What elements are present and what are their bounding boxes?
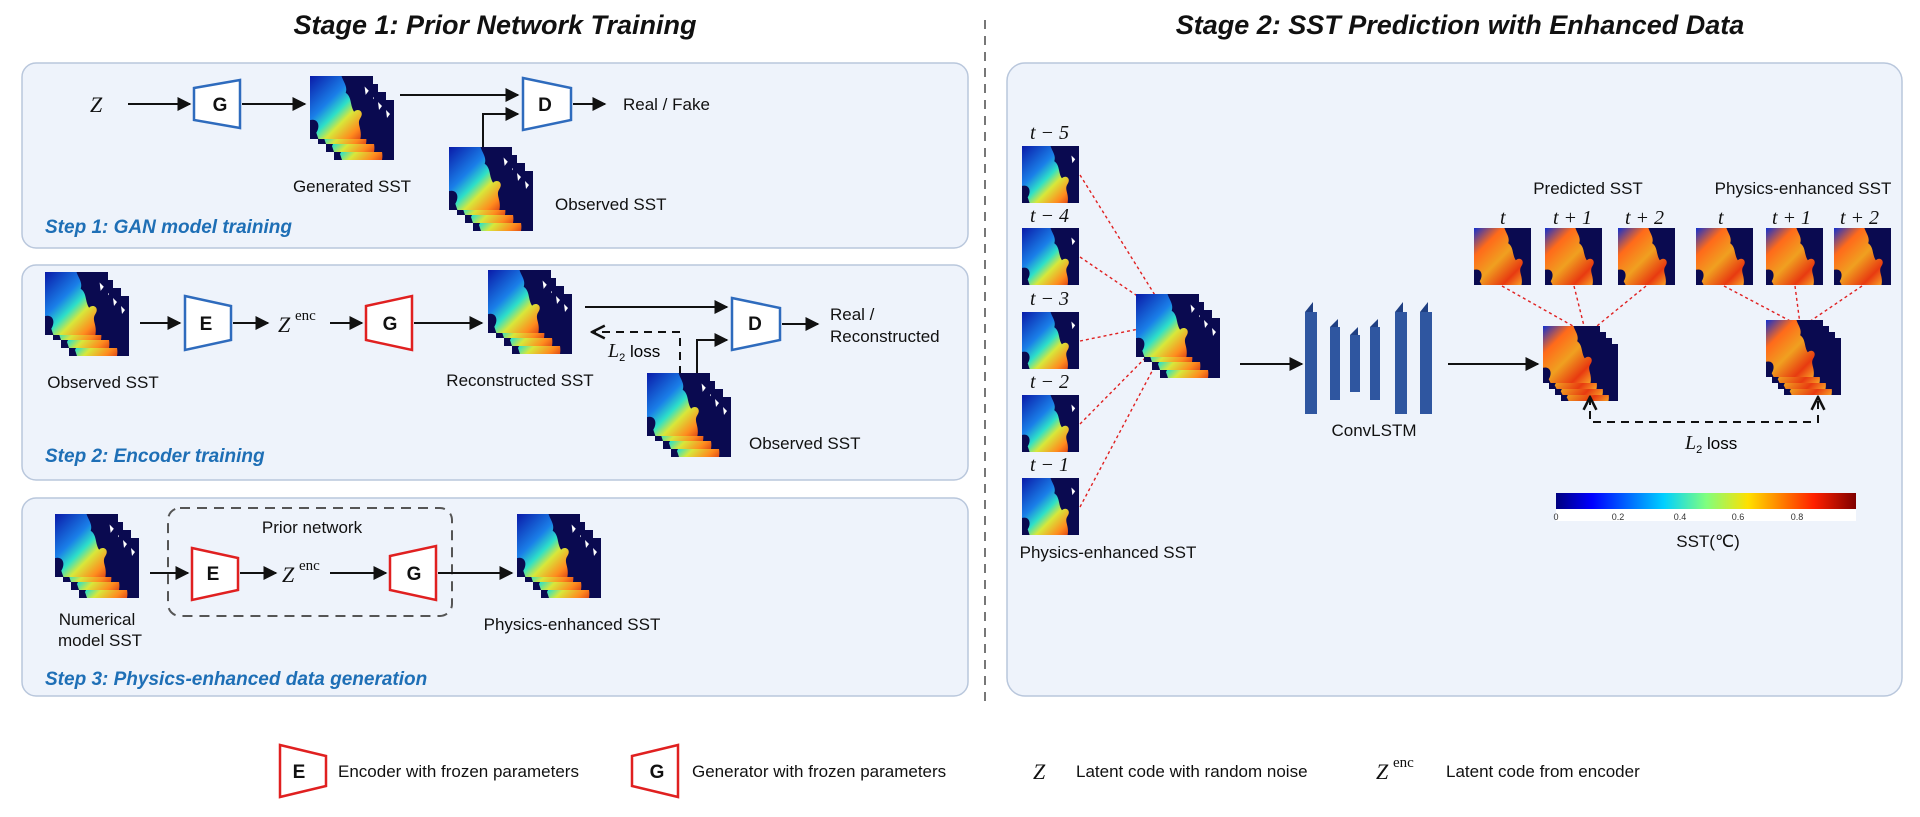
sst-colorbar: 0 0.2 0.4 0.6 0.8 SST(℃) [1553, 493, 1856, 551]
step1-label: Step 1: GAN model training [45, 217, 292, 238]
input-frame-t-4: t − 4 [1022, 205, 1079, 285]
z-noise-symbol: Z [90, 92, 103, 117]
l2-loss-label-step2: L2 loss [607, 340, 660, 364]
pred-time-t: t [1500, 207, 1506, 229]
colorbar-tick-3: 0.6 [1732, 512, 1745, 522]
stage1-title: Stage 1: Prior Network Training [293, 10, 697, 40]
generated-sst-label: Generated SST [293, 177, 411, 196]
encoder-frozen-shape-step3 [190, 546, 240, 602]
physics-target-label: Physics-enhanced SST [1715, 179, 1892, 198]
encoder-label-step3: E [207, 564, 220, 585]
legend-z-symbol: Z [1033, 759, 1046, 784]
legend: E Encoder with frozen parameters G Gener… [278, 743, 1640, 799]
convlstm-label: ConvLSTM [1331, 421, 1416, 440]
numerical-label-line1: Numerical [59, 610, 136, 629]
legend-encoder-text: Encoder with frozen parameters [338, 762, 579, 781]
step3-label: Step 3: Physics-enhanced data generation [45, 669, 427, 690]
generator-label: G [213, 95, 228, 116]
input-frame-t-3: t − 3 [1022, 288, 1079, 369]
phys-frame-t1 [1766, 228, 1823, 285]
step3-panel: Numerical model SST Prior network E Z en… [21, 497, 969, 697]
phys-time-t2: t + 2 [1840, 207, 1879, 229]
phys-frame-t [1696, 228, 1753, 285]
time-label-t-4: t − 4 [1030, 205, 1069, 227]
encoder-label-step2: E [200, 314, 213, 335]
step2-label: Step 2: Encoder training [45, 446, 265, 467]
legend-encoder-symbol: E [293, 762, 306, 783]
pred-frame-t2 [1618, 228, 1675, 285]
discriminator-shape [521, 76, 573, 132]
time-label-t-2: t − 2 [1030, 371, 1069, 393]
prior-network-box [167, 507, 453, 617]
generator-label-step3: G [407, 564, 422, 585]
pred-time-t1: t + 1 [1553, 207, 1592, 229]
observed-sst-label-step1: Observed SST [555, 195, 667, 214]
phys-frame-t2 [1834, 228, 1891, 285]
stage2-title: Stage 2: SST Prediction with Enhanced Da… [1176, 10, 1745, 40]
input-frame-t-5: t − 5 [1022, 122, 1079, 203]
time-label-t-3: t − 3 [1030, 288, 1069, 310]
legend-generator-shape [630, 743, 680, 799]
colorbar-label: SST(℃) [1676, 532, 1739, 551]
legend-zenc-symbol: Z [1376, 759, 1389, 784]
generator-frozen-shape-step3 [388, 544, 438, 602]
legend-zenc-sup: enc [1393, 755, 1414, 771]
observed-sst-label-step2-input: Observed SST [47, 373, 159, 392]
prior-network-label: Prior network [262, 518, 363, 537]
physics-sst-label-step3: Physics-enhanced SST [484, 615, 661, 634]
l2-loss-dashed-step2 [592, 332, 681, 374]
pred-time-t2: t + 2 [1625, 207, 1664, 229]
real-reconstructed-line1: Real / [830, 305, 875, 324]
legend-encoder-shape [278, 743, 328, 799]
real-fake-label: Real / Fake [623, 95, 710, 114]
z-enc-sup-step3: enc [299, 558, 320, 574]
pred-connectors [1501, 285, 1647, 331]
step2-panel: Observed SST E Z enc G Reconstructed SST… [21, 264, 969, 481]
z-enc-sup-step2: enc [295, 308, 316, 324]
colorbar-tick-2: 0.4 [1674, 512, 1687, 522]
pred-frame-t [1474, 228, 1531, 285]
time-label-t-5: t − 5 [1030, 122, 1069, 144]
l2-loss-label-stage2: L2 loss [1684, 432, 1737, 456]
input-frame-t-1: t − 1 [1022, 454, 1079, 535]
discriminator-label-step2: D [748, 314, 762, 335]
legend-generator-text: Generator with frozen parameters [692, 762, 946, 781]
predicted-sst-label: Predicted SST [1533, 179, 1643, 198]
numerical-label-line2: model SST [58, 631, 142, 650]
colorbar-tick-1: 0.2 [1612, 512, 1625, 522]
phys-time-t1: t + 1 [1772, 207, 1811, 229]
colorbar-tick-4: 0.8 [1791, 512, 1804, 522]
observed-sst-label-step2-d: Observed SST [749, 434, 861, 453]
input-frame-t-2: t − 2 [1022, 371, 1079, 452]
phys-time-t: t [1718, 207, 1724, 229]
colorbar-tick-0: 0 [1553, 512, 1558, 522]
step1-panel: Z G Generated SST D Real / Fake Observed… [21, 62, 969, 249]
legend-generator-symbol: G [650, 762, 665, 783]
generator-frozen-shape [364, 294, 414, 352]
stage2-panel: t − 5 t − 4 t − 3 t − 2 t − 1 Physics-en… [1006, 62, 1903, 697]
z-enc-symbol-step3: Z [282, 562, 295, 587]
time-label-t-1: t − 1 [1030, 454, 1069, 476]
z-enc-symbol-step2: Z [278, 312, 291, 337]
phys-connectors [1723, 285, 1863, 325]
real-reconstructed-line2: Reconstructed [830, 327, 940, 346]
legend-z-text: Latent code with random noise [1076, 762, 1308, 781]
legend-zenc-text: Latent code from encoder [1446, 762, 1640, 781]
pred-frame-t1 [1545, 228, 1602, 285]
discriminator-shape-step2 [730, 296, 782, 352]
generator-shape [192, 78, 242, 130]
input-physics-sst-label: Physics-enhanced SST [1020, 543, 1197, 562]
convlstm-block [1305, 302, 1432, 414]
generator-label-step2: G [383, 314, 398, 335]
reconstructed-sst-label: Reconstructed SST [446, 371, 593, 390]
discriminator-label: D [538, 95, 552, 116]
encoder-trainable-shape [183, 294, 233, 352]
